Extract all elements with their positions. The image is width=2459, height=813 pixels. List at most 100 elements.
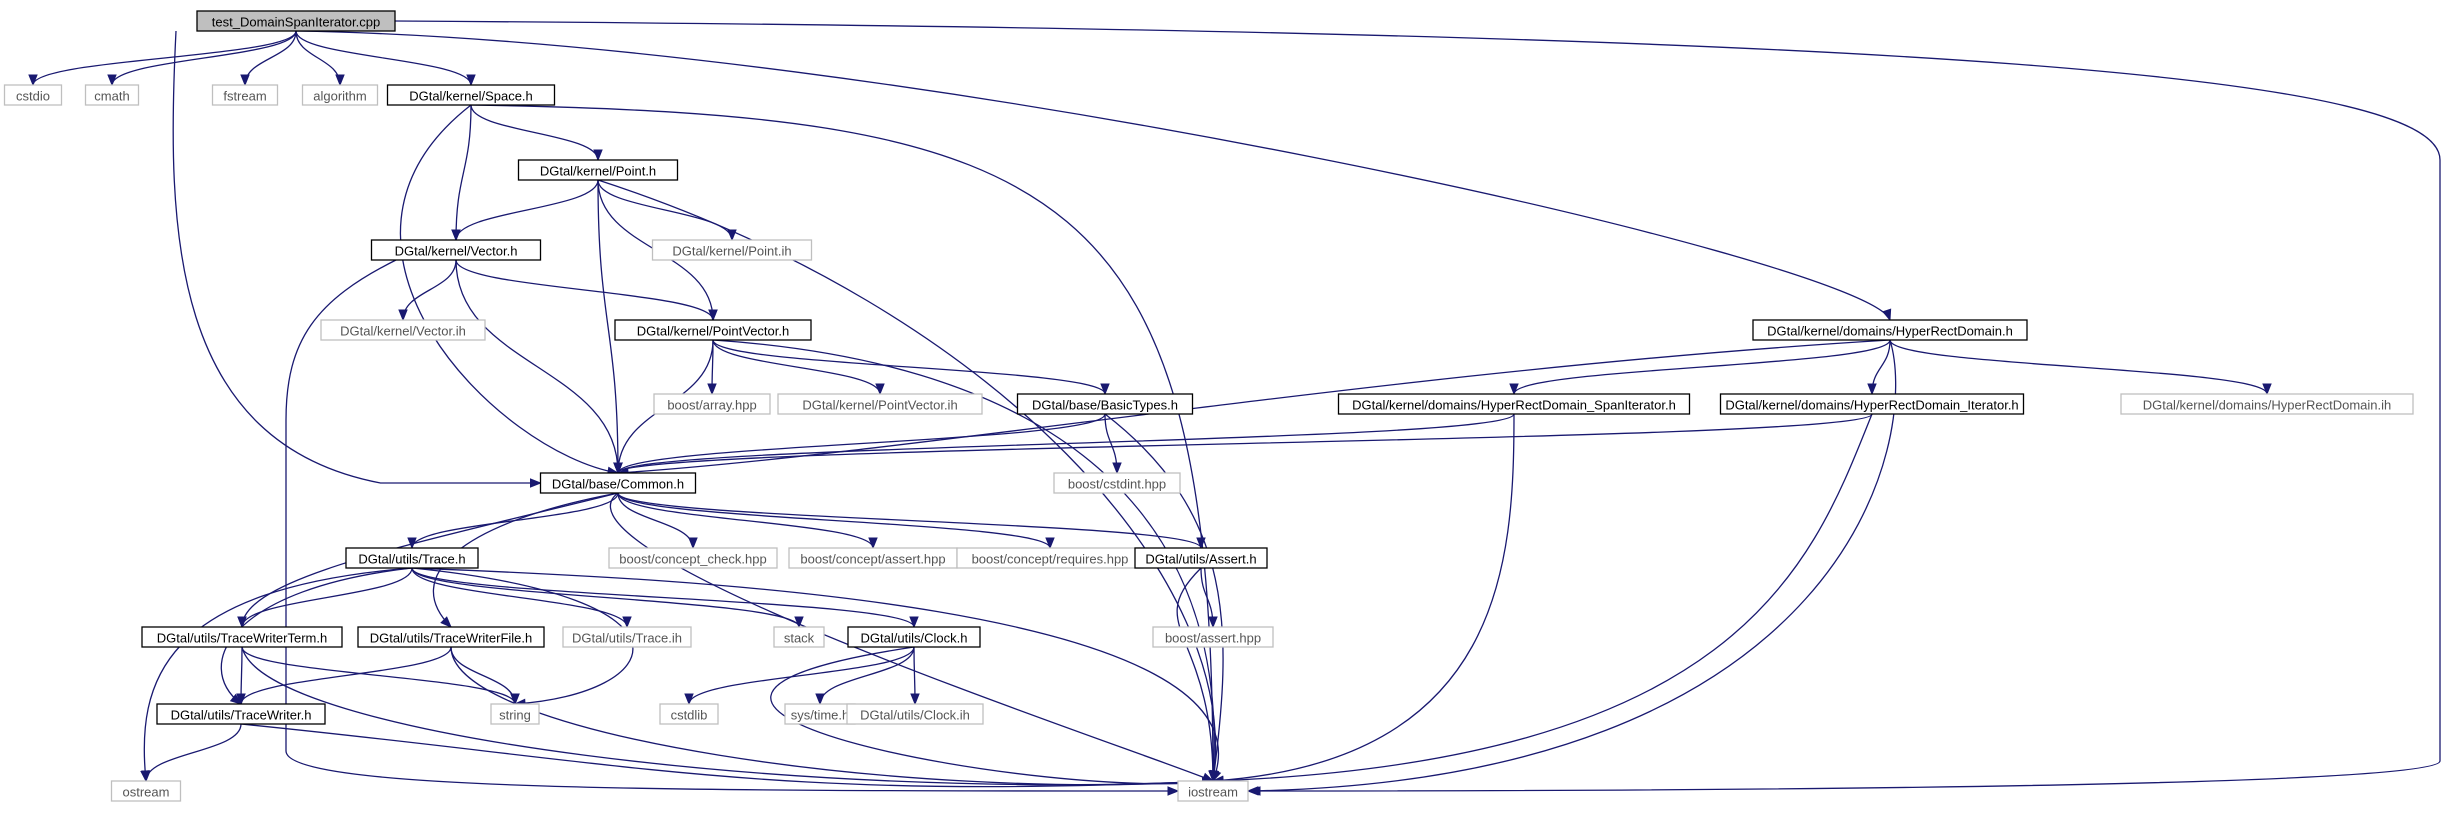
node-cstdlib: cstdlib: [659, 703, 719, 725]
node-space[interactable]: DGtal/kernel/Space.h: [386, 84, 556, 106]
node-box: [84, 84, 140, 106]
node-point[interactable]: DGtal/kernel/Point.h: [517, 159, 679, 181]
edge-vector-to-vectorih: [398, 259, 457, 322]
node-iostream: iostream: [1177, 780, 1249, 802]
node-label: DGtal/kernel/PointVector.ih: [802, 398, 957, 413]
node-box: [1177, 780, 1249, 802]
node-pointvector[interactable]: DGtal/kernel/PointVector.h: [614, 319, 812, 341]
node-assert[interactable]: DGtal/utils/Assert.h: [1134, 547, 1268, 569]
node-cstdio: cstdio: [3, 84, 63, 106]
edge-basictypes-to-common: [613, 413, 1106, 475]
edge-root-to-common: [172, 30, 542, 488]
node-label: sys/time.h: [791, 708, 850, 723]
edge-point-to-vector: [451, 179, 599, 242]
node-label: stack: [784, 631, 815, 646]
node-box: [320, 319, 486, 341]
edge-trace-to-stack: [411, 567, 804, 629]
arrowhead: [622, 616, 632, 629]
node-label: DGtal/utils/Assert.h: [1145, 552, 1256, 567]
node-box: [562, 626, 692, 648]
edge-point-to-pointih: [597, 179, 737, 242]
node-label: ostream: [123, 785, 170, 800]
arrowhead: [910, 693, 920, 706]
node-spaniter[interactable]: DGtal/kernel/domains/HyperRectDomain_Spa…: [1337, 393, 1691, 415]
node-box: [211, 84, 279, 106]
node-label: boost/concept/requires.hpp: [972, 552, 1129, 567]
edge-twterm-to-string: [241, 646, 520, 706]
node-basictypes[interactable]: DGtal/base/BasicTypes.h: [1016, 393, 1194, 415]
node-box: [773, 626, 825, 648]
node-box: [1337, 393, 1691, 415]
node-boostarray: boost/array.hpp: [653, 393, 771, 415]
node-label: boost/concept_check.hpp: [619, 552, 766, 567]
edge-twfile-to-string: [450, 646, 520, 706]
node-label: DGtal/utils/TraceWriter.h: [171, 708, 312, 723]
node-tw[interactable]: DGtal/utils/TraceWriter.h: [156, 703, 326, 725]
node-conceptcheck: boost/concept_check.hpp: [608, 547, 778, 569]
node-label: DGtal/utils/TraceWriterFile.h: [370, 631, 533, 646]
node-cstdint: boost/cstdint.hpp: [1053, 472, 1181, 494]
arrowhead: [1045, 537, 1055, 550]
node-twterm[interactable]: DGtal/utils/TraceWriterTerm.h: [141, 626, 343, 648]
node-string: string: [490, 703, 540, 725]
edge-root-to-cmath: [107, 30, 297, 87]
edge-hyperrect-to-hyperrectih: [1889, 339, 2272, 396]
node-stack: stack: [773, 626, 825, 648]
node-vector[interactable]: DGtal/kernel/Vector.h: [370, 239, 542, 261]
node-box: [196, 10, 396, 32]
node-label: DGtal/kernel/domains/HyperRectDomain.h: [1767, 324, 2013, 339]
node-hyperrect[interactable]: DGtal/kernel/domains/HyperRectDomain.h: [1752, 319, 2028, 341]
edge-trace-to-clock: [411, 567, 919, 629]
node-trace[interactable]: DGtal/utils/Trace.h: [345, 547, 479, 569]
edge-common-to-conceptrequires: [617, 492, 1055, 550]
node-label: cstdio: [16, 89, 50, 104]
node-label: DGtal/base/Common.h: [552, 477, 684, 492]
arrowhead: [1196, 537, 1206, 550]
edge-hyperrect-to-spaniter: [1509, 339, 1891, 396]
edge-root-to-algorithm: [295, 30, 345, 87]
node-label: test_DomainSpanIterator.cpp: [212, 15, 380, 30]
edge-vector-to-iostream: [285, 259, 1180, 796]
node-common[interactable]: DGtal/base/Common.h: [539, 472, 697, 494]
node-box: [141, 626, 343, 648]
edge-common-to-assert: [617, 492, 1206, 550]
node-label: DGtal/utils/Trace.ih: [572, 631, 682, 646]
arrowhead: [794, 616, 804, 629]
node-box: [301, 84, 379, 106]
edge-common-to-conceptassert: [617, 492, 878, 550]
arrowhead: [1112, 462, 1122, 475]
edge-space-to-iostream: [470, 104, 1218, 783]
arrowhead: [466, 74, 476, 87]
arrowhead: [530, 478, 542, 488]
arrowhead: [440, 616, 452, 628]
node-label: iostream: [1188, 785, 1238, 800]
node-box: [847, 626, 981, 648]
edge-tw-to-ostream: [141, 723, 242, 783]
edge-twterm-to-iostream: [241, 646, 1215, 787]
node-twfile[interactable]: DGtal/utils/TraceWriterFile.h: [357, 626, 545, 648]
node-box: [3, 84, 63, 106]
arrowhead: [1509, 383, 1519, 396]
node-box: [110, 780, 182, 802]
node-label: DGtal/kernel/domains/HyperRectDomain_Ite…: [1725, 398, 2018, 413]
arrowhead: [335, 74, 345, 87]
node-box: [1152, 626, 1274, 648]
node-label: boost/cstdint.hpp: [1068, 477, 1166, 492]
node-root[interactable]: test_DomainSpanIterator.cpp: [196, 10, 396, 32]
arrowhead: [909, 616, 919, 629]
arrowhead: [1882, 308, 1892, 322]
node-box: [345, 547, 479, 569]
node-label: DGtal/kernel/Point.h: [540, 164, 656, 179]
edge-vector-to-pointvector: [455, 259, 718, 322]
node-label: DGtal/kernel/Vector.ih: [340, 324, 466, 339]
edge-space-to-vector: [451, 104, 472, 242]
node-box: [357, 626, 545, 648]
node-clockih: DGtal/utils/Clock.ih: [846, 703, 984, 725]
edge-pointvector-to-basictypes: [712, 339, 1110, 396]
node-iter[interactable]: DGtal/kernel/domains/HyperRectDomain_Ite…: [1719, 393, 2025, 415]
node-label: DGtal/kernel/domains/HyperRectDomain_Spa…: [1352, 398, 1676, 413]
node-clock[interactable]: DGtal/utils/Clock.h: [847, 626, 981, 648]
arrowhead: [237, 616, 247, 629]
node-box: [614, 319, 812, 341]
